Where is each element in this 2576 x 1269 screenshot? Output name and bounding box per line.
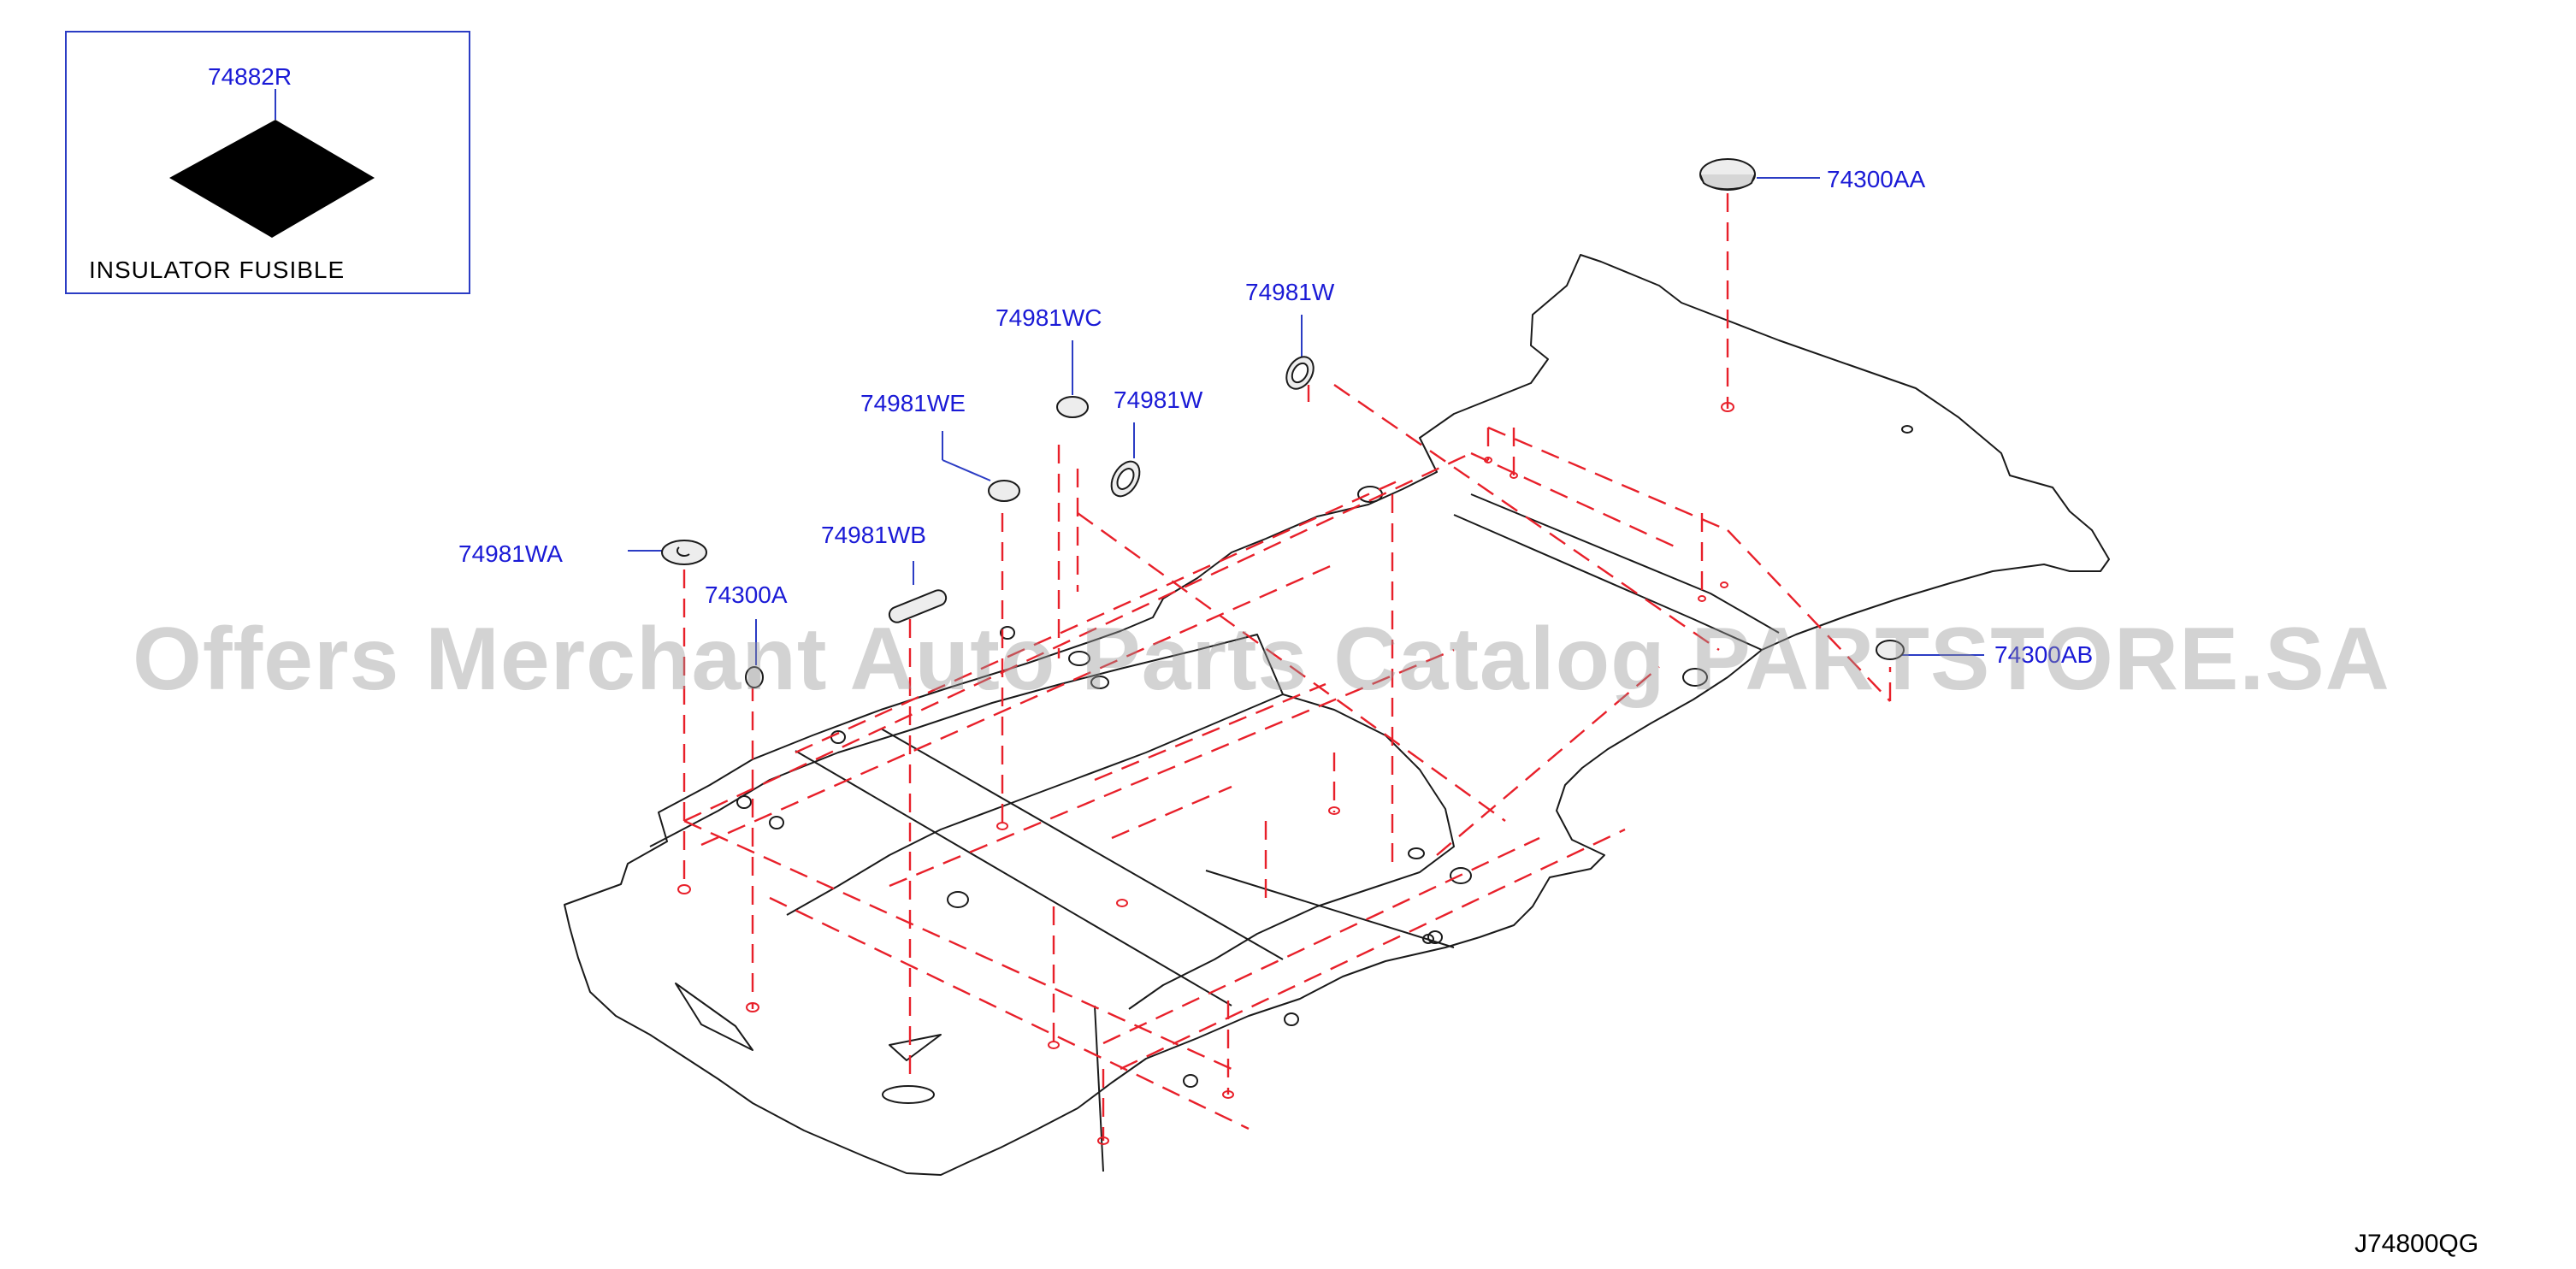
plug-74300AB — [1876, 640, 1905, 660]
callout-74981W-mid: 74981W — [1114, 387, 1203, 413]
legend-insulator-symbol — [169, 89, 375, 238]
grommet-74981WA — [661, 540, 707, 565]
callout-74300AA: 74300AA — [1827, 166, 1926, 192]
callout-74981WA: 74981WA — [458, 540, 563, 567]
floor-carpet-outline — [564, 254, 2110, 1176]
legend-part-code: 74882R — [208, 63, 292, 90]
legend-caption: INSULATOR FUSIBLE — [89, 257, 346, 283]
callout-74981WC: 74981WC — [996, 304, 1102, 331]
callout-74300AB: 74300AB — [1994, 641, 2094, 668]
callout-74981W-right: 74981W — [1245, 279, 1335, 305]
red-leader-lines — [682, 193, 1892, 1141]
grommet-74981W-right — [1285, 356, 1315, 390]
plug-74981WB — [888, 589, 948, 623]
red-hole-markers — [677, 402, 1734, 1145]
plug-74300A — [745, 666, 764, 688]
callout-74300A: 74300A — [705, 581, 788, 608]
watermark: Offers Merchant Auto Parts Catalog PARTS… — [133, 610, 2390, 709]
mounting-holes — [736, 425, 1913, 1104]
plug-74981WE — [988, 480, 1020, 502]
diagram-code: J74800QG — [2354, 1230, 2479, 1258]
legend-box: INSULATOR FUSIBLE — [65, 31, 470, 294]
plug-74300AA — [1699, 158, 1756, 191]
callout-leaders — [628, 177, 1984, 665]
grommet-74981W-mid — [1110, 460, 1141, 498]
callout-74981WE: 74981WE — [860, 390, 966, 416]
grommet-parts — [661, 158, 1905, 688]
plug-74981WC — [1056, 396, 1089, 418]
callout-74981WB: 74981WB — [821, 522, 926, 548]
